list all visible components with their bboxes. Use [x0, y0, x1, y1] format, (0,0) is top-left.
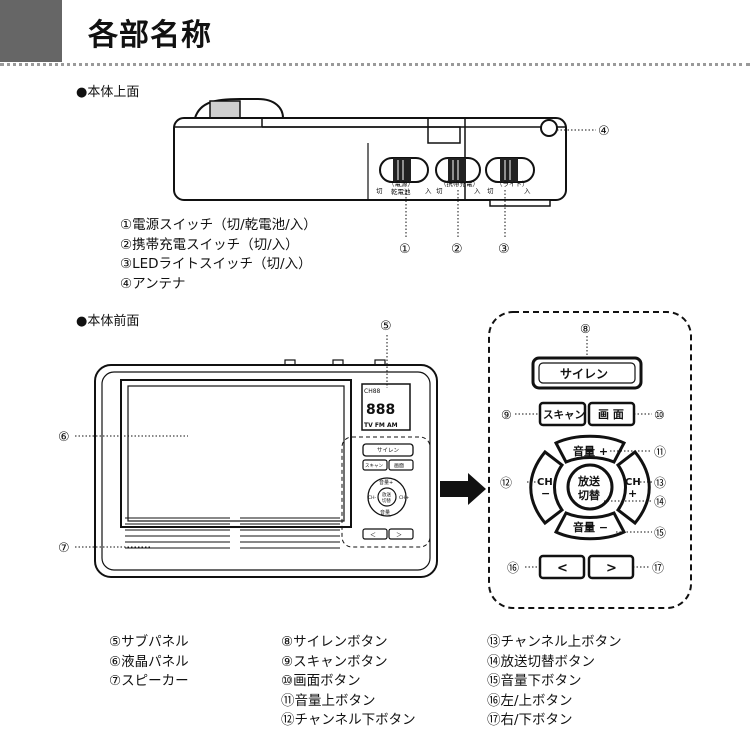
sub-voldown-label: 音量: [380, 509, 390, 516]
callout-15: ⑮: [654, 526, 666, 540]
sub-chplus-label: CH+: [399, 495, 410, 501]
callout-10: ⑩: [654, 408, 665, 422]
legend-item: ⑦スピーカー: [109, 673, 189, 689]
legend-item: ⑰右/下ボタン: [487, 712, 573, 728]
bottom-legend-col2: ⑧サイレンボタン ⑨スキャンボタン ⑩画面ボタン ⑪音量上ボタン ⑫チャンネル下…: [281, 633, 416, 731]
legend-item: ⑩画面ボタン: [281, 673, 361, 689]
callout-2: ②: [451, 242, 463, 257]
zoom-bcast-label-2: 切替: [578, 488, 601, 502]
callout-5: ⑤: [380, 319, 392, 334]
zoom-left-label: <: [557, 561, 568, 576]
callout-3: ③: [498, 242, 510, 257]
sub-lcd-top: CH88: [364, 388, 381, 395]
sub-scan-label: スキャン: [365, 463, 383, 469]
channel-up-button[interactable]: [615, 449, 651, 526]
sw3-off-label: 切: [487, 187, 494, 195]
zoom-scan-label: スキャン: [543, 409, 585, 421]
header-divider: [0, 63, 750, 66]
callout-12: ⑫: [500, 476, 512, 490]
legend-item: ③LEDライトスイッチ（切/入）: [120, 256, 312, 272]
front-view-device: [94, 359, 438, 578]
sw2-off-label: 切: [436, 187, 443, 195]
channel-down-button[interactable]: [529, 449, 565, 526]
sub-chminus-label: CH-: [368, 495, 377, 501]
legend-item: ④アンテナ: [120, 275, 186, 292]
legend-item: ⑨スキャンボタン: [281, 653, 388, 670]
zoom-voldown-label: 音量 −: [573, 520, 608, 534]
sub-volup-label: 音量+: [379, 479, 393, 486]
sub-lcd-digits: 888: [366, 402, 395, 418]
top-view-device: [173, 98, 567, 207]
sw1-on-label: 入: [425, 187, 432, 195]
legend-item: ⑥液晶パネル: [109, 653, 189, 670]
header-accent-block: [0, 0, 62, 62]
sub-screen-label: 画面: [394, 463, 404, 469]
sw2-name-label: （携帯充電）: [440, 179, 479, 188]
zoom-chplus-label-2: +: [628, 487, 637, 500]
sub-bcast-label-2: 切替: [382, 497, 391, 504]
zoom-chminus-label-2: −: [541, 487, 550, 500]
callout-4: ④: [598, 124, 610, 139]
legend-item: ②携帯充電スイッチ（切/入）: [120, 236, 299, 253]
legend-item: ⑤サブパネル: [109, 634, 189, 650]
legend-item: ⑧サイレンボタン: [281, 634, 388, 650]
sub-left-label: ＜: [370, 532, 376, 539]
bottom-legend-col1: ⑤サブパネル ⑥液晶パネル ⑦スピーカー: [109, 633, 189, 692]
callout-16: ⑯: [507, 561, 519, 575]
sub-siren-label: サイレン: [377, 447, 400, 454]
callout-8: ⑧: [580, 322, 591, 336]
sw3-on-label: 入: [524, 187, 531, 195]
callout-14: ⑭: [654, 495, 666, 509]
zoom-volup-label: 音量 +: [573, 444, 608, 458]
sub-right-label: ＞: [396, 532, 402, 539]
legend-item: ⑪音量上ボタン: [281, 692, 376, 709]
callout-11: ⑪: [654, 445, 666, 459]
volume-down-button[interactable]: [553, 511, 627, 541]
zoom-chplus-label-1: CH: [625, 477, 641, 488]
zoom-chminus-label-1: CH: [537, 477, 553, 488]
zoom-siren-label: サイレン: [560, 367, 608, 381]
sw1-off-label: 切: [376, 187, 383, 195]
callout-17: ⑰: [652, 561, 664, 575]
legend-item: ⑫チャンネル下ボタン: [281, 712, 416, 728]
zoom-bcast-label-1: 放送: [577, 474, 601, 488]
callout-13: ⑬: [654, 476, 666, 490]
sub-bcast-label-1: 放送: [382, 491, 391, 498]
sw1-name-label: （電源）: [388, 179, 414, 188]
section-front-title: ●本体前面: [76, 314, 140, 329]
legend-item: ①電源スイッチ（切/乾電池/入）: [120, 217, 317, 233]
volume-up-button[interactable]: [553, 434, 627, 464]
legend-item: ⑯左/上ボタン: [487, 692, 573, 709]
callout-1: ①: [399, 242, 411, 257]
section-top-title: ●本体上面: [76, 85, 140, 100]
legend-item: ⑭放送切替ボタン: [487, 653, 595, 670]
sub-lcd-bands: TV FM AM: [364, 422, 398, 429]
callout-9: ⑨: [501, 408, 512, 422]
callout-7: ⑦: [58, 541, 70, 556]
top-legend: ①電源スイッチ（切/乾電池/入） ②携帯充電スイッチ（切/入） ③LEDライトス…: [120, 216, 317, 294]
callout-6: ⑥: [58, 430, 70, 445]
page-title: 各部名称: [88, 18, 212, 53]
broadcast-switch-button[interactable]: [566, 463, 614, 511]
legend-item: ⑬チャンネル上ボタン: [487, 634, 622, 650]
sub-panel-highlight: [341, 436, 431, 548]
zoom-right-label: >: [606, 561, 617, 576]
sw3-name-label: （ライト）: [496, 180, 529, 188]
sw1-mid-label: 乾電池: [391, 187, 411, 196]
zoom-screen-label: 画 面: [598, 408, 624, 421]
bottom-legend-col3: ⑬チャンネル上ボタン ⑭放送切替ボタン ⑮音量下ボタン ⑯左/上ボタン ⑰右/下…: [487, 633, 622, 731]
legend-item: ⑮音量下ボタン: [487, 673, 582, 689]
sw2-on-label: 入: [474, 187, 481, 195]
zoom-arrow-icon: [440, 473, 486, 505]
